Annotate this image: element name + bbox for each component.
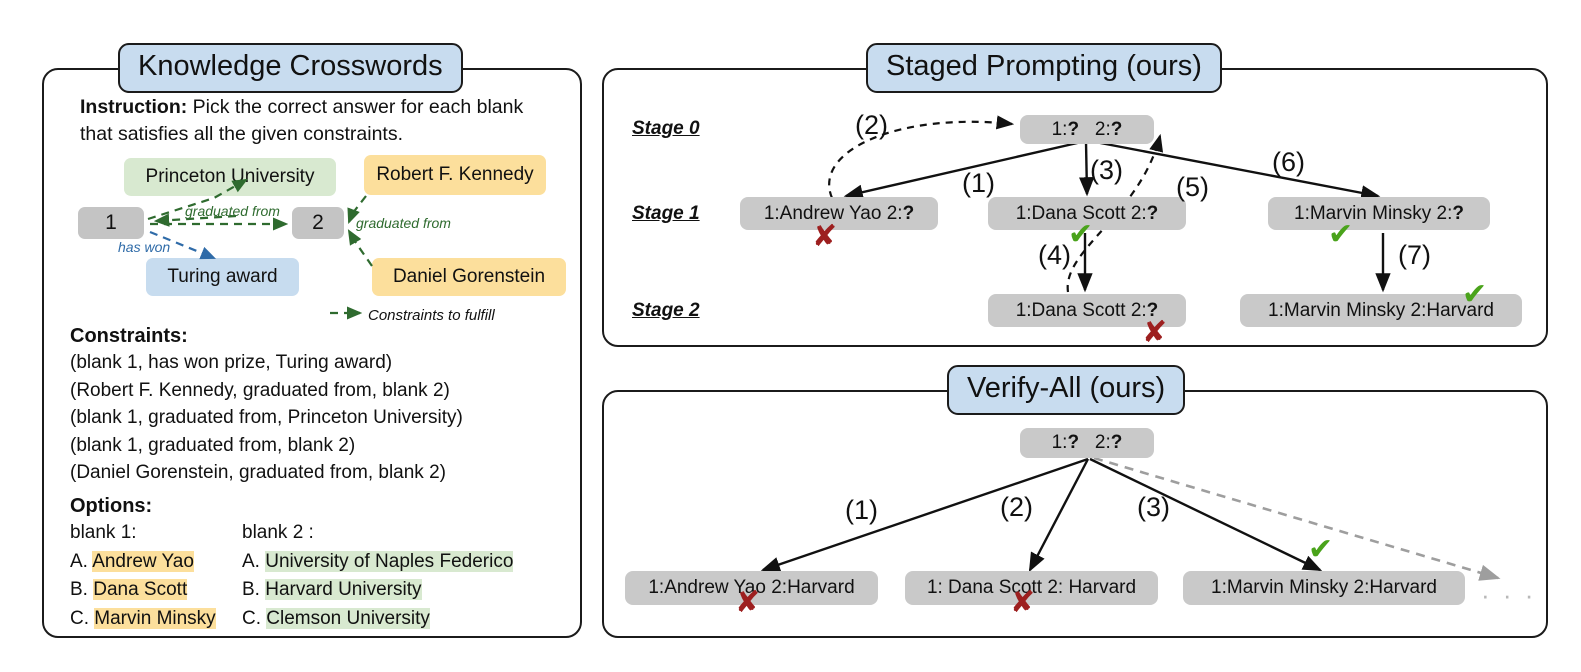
verify-ellipsis: · · · — [1481, 580, 1537, 610]
staged-root-b1: 1: — [1051, 118, 1068, 140]
edge-label-graduated-from-2: graduated from — [356, 215, 451, 231]
staged-edge-number-5: (5) — [1176, 172, 1209, 202]
constraint-item: (Daniel Gorenstein, graduated from, blan… — [70, 462, 446, 484]
blank-2-option[interactable]: A. University of Naples Federico — [242, 548, 514, 577]
staged-s1-marvin-text: 1:Marvin Minsky 2: — [1294, 202, 1453, 224]
staged-s1-marvin-q: ? — [1452, 202, 1464, 224]
entity-blank-2: 2 — [292, 207, 344, 239]
staged-node-stage2-marvin-minsky-harvard[interactable]: 1:Marvin Minsky 2:Harvard — [1240, 294, 1522, 327]
option-letter: B. — [70, 579, 94, 600]
verify-node-andrew-yao-harvard[interactable]: 1:Andrew Yao 2:Harvard — [625, 571, 878, 605]
staged-s1-andrew-text: 1:Andrew Yao 2: — [763, 202, 903, 224]
panel-title-staged-prompting: Staged Prompting (ours) — [866, 43, 1222, 93]
edge-label-graduated-from-1: graduated from — [185, 203, 280, 219]
entity-robert-f-kennedy: Robert F. Kennedy — [364, 155, 546, 195]
staged-status-check-marvin-harvard: ✔ — [1462, 277, 1488, 312]
blank-2-option[interactable]: C. Clemson University — [242, 605, 513, 634]
edge-label-has-won: has won — [118, 239, 171, 255]
option-letter: A. — [242, 550, 266, 572]
staged-status-check-marvin: ✔ — [1328, 217, 1354, 252]
stage-label-0: Stage 0 — [632, 118, 700, 139]
verify-node-marvin-minsky-harvard[interactable]: 1:Marvin Minsky 2:Harvard — [1183, 571, 1465, 605]
verify-root-q1: ? — [1067, 432, 1080, 453]
option-letter: B. — [242, 579, 266, 600]
constraint-item: (blank 1, has won prize, Turing award) — [70, 352, 393, 373]
entity-daniel-gorenstein: Daniel Gorenstein — [372, 258, 566, 296]
staged-status-check-dana: ✔ — [1068, 217, 1094, 252]
staged-edge-number-7: (7) — [1398, 240, 1431, 270]
option-letter: A. — [70, 550, 93, 572]
staged-status-x-andrew-yao: ✘ — [812, 219, 838, 254]
option-text: Clemson University — [266, 607, 430, 629]
verify-edge-number-3: (3) — [1137, 492, 1170, 522]
entity-blank-1: 1 — [78, 207, 144, 239]
instruction-text: Instruction: Pick the correct answer for… — [80, 94, 550, 147]
staged-edge-number-6: (6) — [1272, 147, 1305, 177]
staged-s2-dana-q: ? — [1146, 299, 1159, 321]
staged-node-root[interactable]: 1:? 2:? — [1020, 115, 1154, 144]
staged-node-stage1-andrew-yao[interactable]: 1:Andrew Yao 2:? — [740, 197, 938, 230]
staged-status-x-dana-stage2: ✘ — [1142, 315, 1168, 350]
options-blank-2-header: blank 2 : — [242, 522, 314, 543]
staged-root-b2: 2: — [1094, 118, 1111, 140]
blank-1-option[interactable]: A. Andrew Yao — [70, 548, 216, 577]
verify-edge-number-2: (2) — [1000, 492, 1033, 522]
verify-root-b2: 2: — [1094, 432, 1111, 453]
verify-root-q2: ? — [1110, 432, 1123, 453]
options-blank-1-header: blank 1: — [70, 522, 137, 543]
staged-root-q2: ? — [1110, 118, 1123, 140]
verify-status-x-andrew: ✘ — [735, 585, 761, 620]
constraint-item: (blank 1, graduated from, blank 2) — [70, 434, 356, 456]
staged-root-q1: ? — [1067, 118, 1080, 140]
instruction-body: Pick the correct answer for each blank t… — [80, 96, 524, 145]
option-text: Harvard University — [265, 579, 422, 600]
instruction-label: Instruction: — [80, 96, 188, 118]
blank-1-option[interactable]: B. Dana Scott — [70, 576, 216, 605]
verify-node-root[interactable]: 1:? 2:? — [1020, 428, 1154, 458]
staged-edge-number-2: (2) — [855, 110, 888, 140]
panel-title-knowledge-crosswords: Knowledge Crosswords — [118, 43, 463, 93]
constraints-list: (blank 1, has won prize, Turing award) (R… — [70, 349, 463, 487]
options-blank-2-column: blank 2 : A. University of Naples Federi… — [242, 519, 514, 634]
options-heading: Options: — [70, 495, 153, 517]
constraints-heading: Constraints: — [70, 325, 188, 347]
blank-2-option[interactable]: B. Harvard University — [242, 576, 513, 605]
panel-title-verify-all: Verify-All (ours) — [947, 365, 1186, 415]
constraint-item: (Robert F. Kennedy, graduated from, blan… — [70, 379, 450, 401]
constraint-item: (blank 1, graduated from, Princeton Univ… — [70, 407, 463, 429]
option-text: University of Naples Federico — [265, 550, 514, 572]
option-text: Marvin Minsky — [94, 607, 216, 629]
blank-1-option[interactable]: C. Marvin Minsky — [70, 605, 216, 634]
staged-edge-number-1: (1) — [962, 168, 995, 198]
verify-root-b1: 1: — [1051, 432, 1068, 453]
option-letter: C. — [70, 607, 95, 629]
verify-status-check-marvin: ✔ — [1308, 532, 1334, 567]
stage-label-2: Stage 2 — [632, 300, 700, 321]
staged-node-stage1-marvin-minsky[interactable]: 1:Marvin Minsky 2:? — [1268, 197, 1490, 230]
option-text: Dana Scott — [93, 579, 188, 600]
verify-edge-number-1: (1) — [845, 495, 878, 525]
staged-s2-dana-text: 1:Dana Scott 2: — [1015, 299, 1147, 321]
stage-label-1: Stage 1 — [632, 203, 700, 224]
staged-s1-andrew-q: ? — [902, 202, 915, 224]
staged-edge-number-3: (3) — [1090, 155, 1123, 185]
staged-s2-marvin-text: 1:Marvin Minsky 2:Harvard — [1268, 299, 1494, 321]
staged-node-stage2-dana-scott[interactable]: 1:Dana Scott 2:? — [988, 294, 1186, 327]
option-text: Andrew Yao — [92, 550, 194, 572]
staged-s1-dana-q: ? — [1146, 202, 1159, 224]
option-letter: C. — [242, 607, 267, 629]
legend-constraints-to-fulfill: Constraints to fulfill — [368, 307, 495, 324]
verify-status-x-dana: ✘ — [1010, 585, 1036, 620]
entity-turing-award: Turing award — [146, 258, 299, 296]
staged-edge-number-4: (4) — [1038, 240, 1071, 270]
entity-princeton-university: Princeton University — [124, 158, 336, 196]
